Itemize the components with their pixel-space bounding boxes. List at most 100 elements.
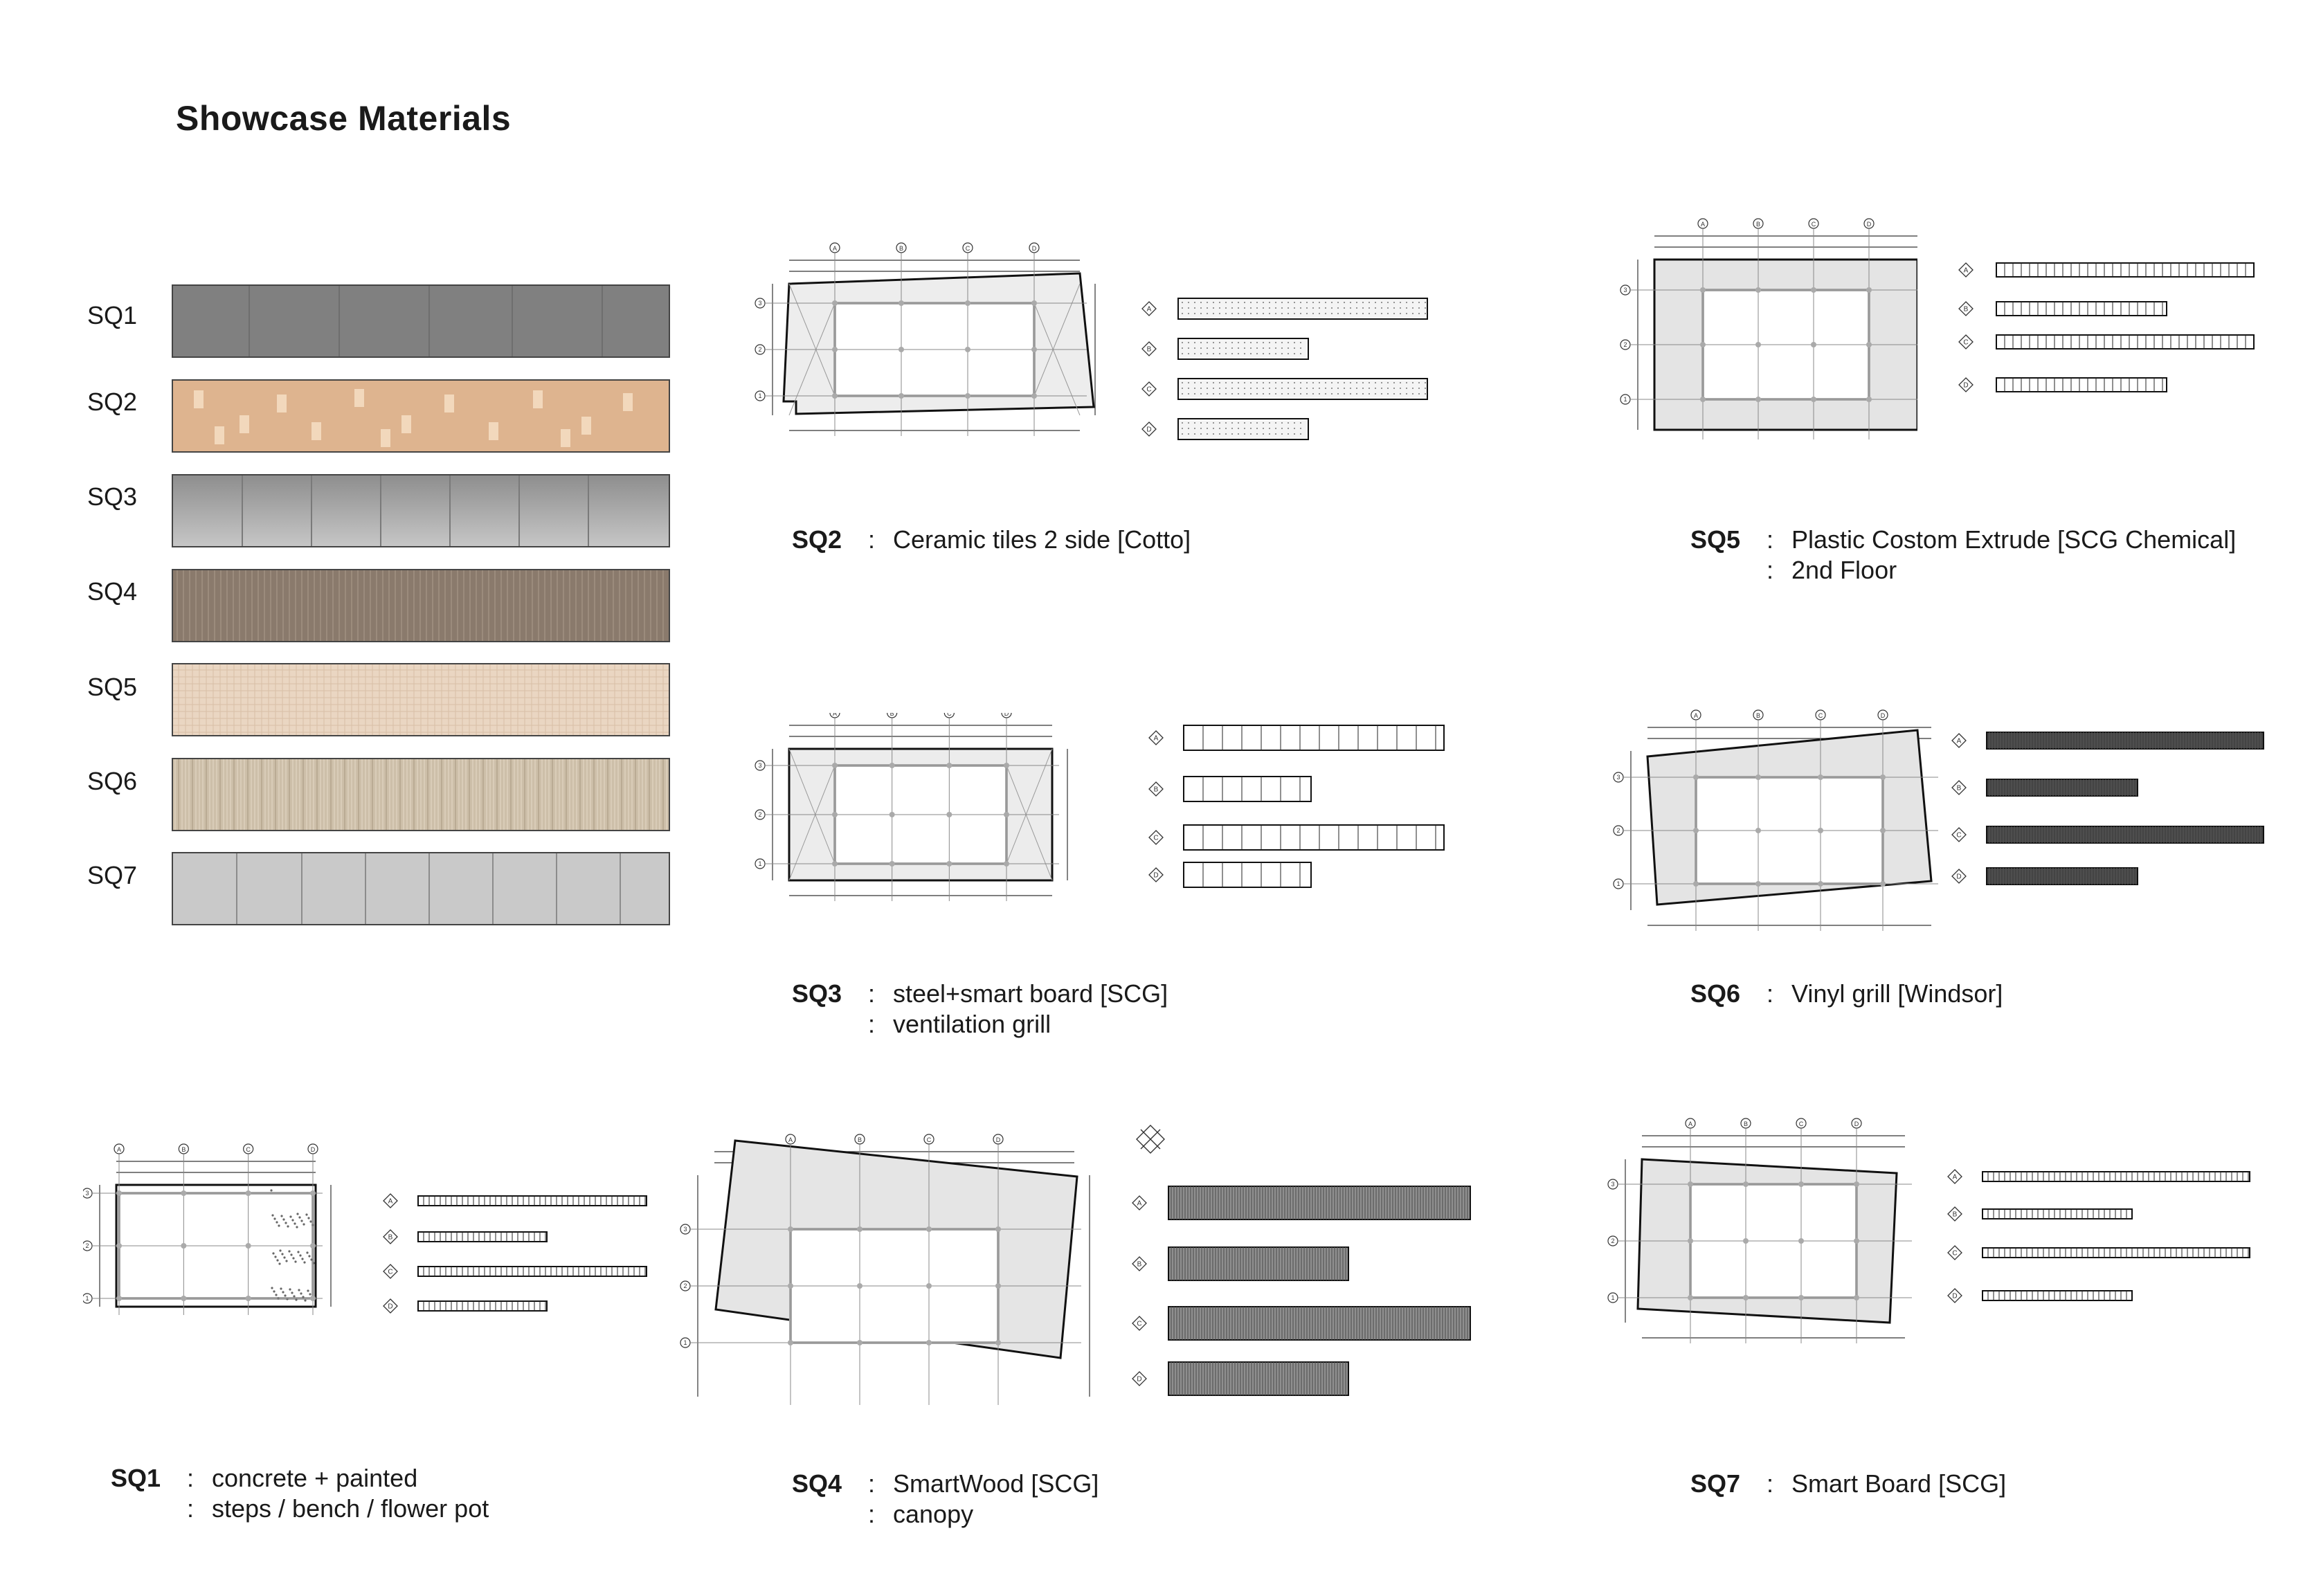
grid-bubble-label: C: [947, 713, 952, 717]
concrete-speck: [276, 1221, 278, 1224]
material-bar: [1177, 418, 1309, 440]
material-bar: [1183, 824, 1445, 851]
swatch-sq7-pattern: [173, 853, 669, 924]
bar-dot: [1244, 302, 1245, 303]
grid-bubble: [1753, 218, 1764, 229]
grid-bubble: [1620, 339, 1631, 350]
grid-bubble: [1607, 1235, 1618, 1246]
bar-dot: [1250, 347, 1252, 349]
bar-dot: [1275, 382, 1276, 383]
bar-dot: [1281, 302, 1283, 303]
column-node: [245, 1296, 251, 1301]
bar-dot: [1288, 382, 1289, 383]
bar-dot: [1281, 342, 1283, 343]
bar-dot: [1207, 433, 1208, 435]
key-label: A: [1957, 738, 1962, 745]
bar-dot: [1256, 347, 1258, 349]
bar-dot: [1425, 388, 1426, 389]
bar-dot: [1294, 313, 1295, 314]
bar-dot: [1244, 313, 1245, 314]
bar-dot: [1375, 313, 1376, 314]
column-node: [1688, 1295, 1693, 1300]
bar-dot: [1269, 422, 1270, 424]
bar-dot: [1207, 428, 1208, 429]
concrete-speck: [285, 1222, 287, 1224]
bar-dot: [1418, 307, 1420, 309]
grid-bubble: [680, 1224, 691, 1235]
material-bar: [1168, 1186, 1471, 1220]
concrete-speck: [293, 1295, 296, 1298]
column-node: [1755, 881, 1761, 887]
bar-dot: [1362, 313, 1364, 314]
caption-sq2: SQ2:Ceramic tiles 2 side [Cotto]: [792, 525, 1191, 555]
grid-bubble-label: B: [1756, 712, 1760, 719]
concrete-speck: [309, 1293, 311, 1296]
bar-dot: [1387, 307, 1389, 309]
bar-dot: [1288, 342, 1289, 343]
bar-dot: [1244, 428, 1245, 429]
bar-dot: [1381, 307, 1382, 309]
key-label: C: [1963, 339, 1968, 347]
concrete-speck: [309, 1220, 312, 1223]
column-node: [898, 347, 904, 352]
column-node: [946, 812, 952, 817]
key-label: B: [1147, 346, 1152, 354]
grid-bubble: [785, 1134, 796, 1145]
bar-dot: [1288, 388, 1289, 389]
key-diamond: [383, 1193, 398, 1208]
caption-text: SmartWood [SCG]: [893, 1469, 1099, 1498]
bar-dot: [1182, 302, 1183, 303]
concrete-speck: [271, 1287, 273, 1289]
column-node: [995, 1226, 1001, 1232]
bar-dot: [1350, 307, 1351, 309]
grid-bubble: [1877, 709, 1888, 720]
bar-dot: [1288, 302, 1289, 303]
column-node: [181, 1243, 187, 1249]
bar-dot: [1275, 307, 1276, 309]
column-node: [310, 1296, 316, 1301]
material-bar: [1986, 867, 2138, 885]
key-diamond: [1141, 301, 1157, 316]
column-node: [1880, 828, 1886, 833]
column-node: [1755, 774, 1761, 780]
bar-dot: [1256, 388, 1258, 389]
concrete-speck: [284, 1294, 287, 1297]
concrete-speck: [293, 1222, 296, 1225]
bar-dot: [1225, 428, 1227, 429]
concrete-speck: [282, 1291, 285, 1294]
bar-dot: [1418, 313, 1420, 314]
swatch-sq6-pattern: [173, 759, 669, 830]
swatch-label-sq1: SQ1: [87, 301, 138, 329]
grid-bubble-label: A: [788, 1136, 793, 1143]
bar-dot: [1182, 353, 1183, 354]
grid-bubble: [1620, 284, 1631, 296]
concrete-speck: [307, 1217, 310, 1219]
bar-dot: [1256, 353, 1258, 354]
column-node: [1688, 1238, 1693, 1244]
grid-bubble: [1607, 1292, 1618, 1303]
key-label: B: [1957, 785, 1962, 792]
bar-dot: [1219, 393, 1220, 395]
bar-dot: [1263, 342, 1264, 343]
grid-bubble-label: D: [311, 1146, 316, 1153]
concrete-speck: [302, 1296, 305, 1298]
bar-dot: [1219, 422, 1220, 424]
bar-dot: [1213, 342, 1214, 343]
column-node: [965, 347, 970, 352]
bar-dot: [1238, 393, 1239, 395]
bar-dot: [1344, 307, 1345, 309]
bar-dot: [1369, 393, 1370, 395]
key-label: C: [388, 1269, 392, 1276]
bar-dot: [1200, 388, 1202, 389]
bar-dot: [1256, 393, 1258, 395]
column-node: [832, 763, 838, 768]
caption-text-2: steps / bench / flower pot: [212, 1494, 489, 1523]
bar-dot: [1207, 422, 1208, 424]
bar-dot: [1188, 313, 1189, 314]
grid-bubble-label: 2: [85, 1242, 89, 1249]
bar-dot: [1337, 393, 1339, 395]
column-node: [1004, 763, 1009, 768]
